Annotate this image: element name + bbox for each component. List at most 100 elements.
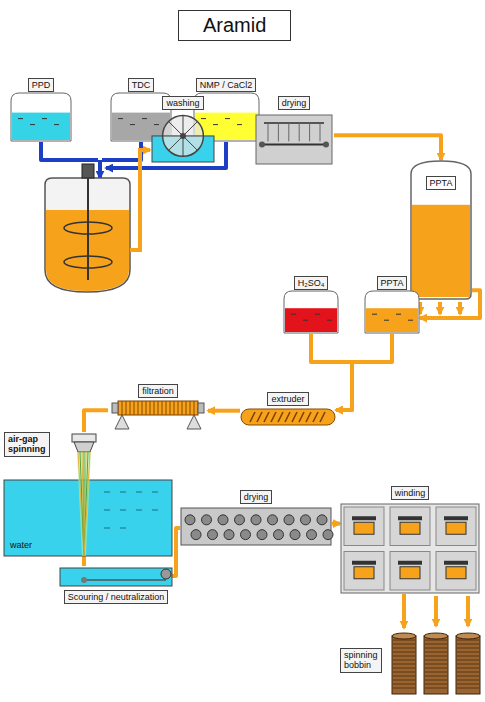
belt-roller	[323, 141, 329, 147]
filter-rib	[170, 401, 171, 415]
dryer-roller	[218, 515, 228, 525]
bobbin-winding	[425, 644, 447, 645]
screw-flight	[306, 412, 311, 422]
dryer-roller	[307, 530, 317, 540]
liquid-mark	[118, 118, 123, 119]
filter-rib	[138, 401, 139, 415]
product-pipe	[130, 150, 150, 250]
filter-rib	[142, 401, 143, 415]
node-label: H₂SO₄	[294, 276, 329, 290]
winder-package	[354, 567, 374, 579]
wheel-hub	[180, 133, 186, 139]
bobbin-winding	[425, 680, 447, 681]
wheel-spoke	[183, 116, 184, 136]
bobbin-winding	[457, 664, 479, 665]
bobbin-winding	[457, 676, 479, 677]
filament	[84, 452, 90, 556]
filter-rib	[158, 401, 159, 415]
liquid-mark	[303, 320, 308, 321]
winder-cell	[436, 552, 476, 591]
bobbin-winding	[393, 688, 415, 689]
liquid-mark	[213, 124, 218, 125]
winder-traverse	[398, 561, 422, 565]
dryer-belt	[262, 143, 326, 145]
liquid-mark	[54, 124, 59, 125]
dryer-roller	[323, 530, 333, 540]
tank-body	[365, 291, 419, 333]
bobbin-arrow	[434, 596, 438, 626]
winder-package	[354, 522, 374, 534]
winder-package	[446, 522, 466, 534]
dryer-hanger	[268, 123, 269, 141]
tank-body	[284, 291, 338, 333]
dryer-roller	[284, 515, 294, 525]
dryer-housing	[181, 508, 331, 545]
liquid-mark	[18, 118, 23, 119]
flow-pipe	[311, 334, 352, 410]
dryer-roller	[290, 530, 300, 540]
washing-unit: washing	[150, 96, 216, 164]
bobbin-winding	[425, 648, 447, 649]
wheel-spoke	[169, 122, 183, 136]
winder-package	[400, 567, 420, 579]
bobbin-winding	[457, 660, 479, 661]
extruder: extruder	[240, 392, 336, 426]
bobbin-winding	[457, 688, 479, 689]
storage-tank: PPD	[10, 78, 72, 142]
liquid-mark	[42, 118, 47, 119]
dryer-roller	[191, 530, 201, 540]
flow-pipe	[332, 522, 340, 526]
guide-roller	[161, 569, 171, 579]
belt-roller	[259, 141, 265, 147]
bobbin-winding	[457, 684, 479, 685]
bobbin-winding	[393, 680, 415, 681]
screw-flight	[299, 412, 304, 422]
dryer-hanger	[309, 123, 310, 141]
bobbin-winding	[425, 668, 447, 669]
dryer-roller	[301, 515, 311, 525]
filter-stand	[115, 415, 129, 429]
winder-traverse	[444, 561, 468, 565]
filament	[82, 452, 84, 556]
flow-pipe	[336, 334, 392, 410]
bobbin-winding	[393, 668, 415, 669]
bobbin-winding	[457, 680, 479, 681]
bobbin-winding	[425, 656, 447, 657]
dryer-roller	[241, 530, 251, 540]
winding-machine: winding	[340, 486, 480, 594]
filter-housing	[118, 401, 198, 415]
filter-cap	[198, 403, 204, 413]
bobbin-winding	[457, 640, 479, 641]
wheel-spoke	[169, 136, 183, 150]
storage-tank: PPTA	[364, 276, 420, 334]
wheel-spoke	[183, 122, 197, 136]
node-label: filtration	[138, 384, 178, 398]
flow-pipe	[84, 410, 108, 432]
filter-rib	[122, 401, 123, 415]
spinneret	[72, 434, 96, 442]
dryer-rail	[264, 122, 324, 124]
water-mark	[136, 510, 142, 511]
bobbin-end	[424, 633, 448, 639]
filter-rib	[186, 401, 187, 415]
dryer-hanger	[320, 123, 321, 141]
liquid-mark	[408, 320, 413, 321]
winder-traverse	[444, 516, 468, 520]
bobbin-winding	[425, 684, 447, 685]
filter-rib	[174, 401, 175, 415]
storage-silo: PPTA	[410, 160, 472, 300]
water-mark	[136, 492, 142, 493]
filter-rib	[166, 401, 167, 415]
dryer-roller	[235, 515, 245, 525]
tank-liquid	[285, 308, 337, 332]
node-label: winding	[391, 486, 430, 500]
winder-cell	[436, 507, 476, 546]
tank-liquid	[366, 308, 418, 332]
screw-flight	[250, 412, 255, 422]
liquid-mark	[327, 320, 332, 321]
bobbin-winding	[425, 664, 447, 665]
dryer-roller	[185, 515, 195, 525]
water-mark	[120, 528, 126, 529]
